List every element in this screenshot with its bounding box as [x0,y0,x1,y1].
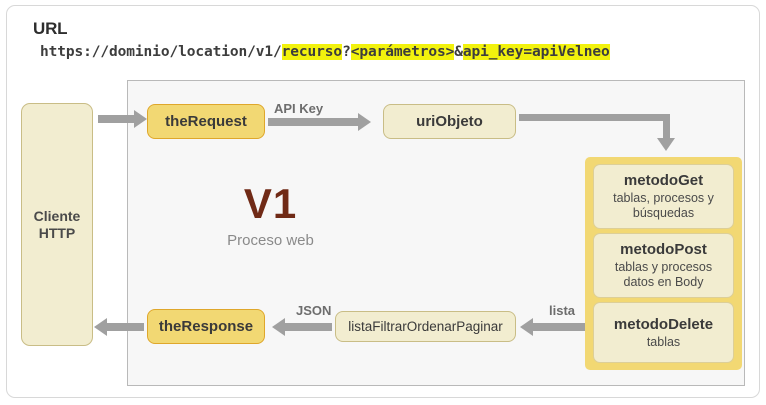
url-segment-apikey: api_key=apiVelneo [462,44,610,60]
node-metodo-post[interactable]: metodoPost tablas y procesos datos en Bo… [593,233,734,298]
metodo-get-desc: tablas, procesos y búsquedas [613,191,714,220]
version-subtitle: Proceso web [227,232,314,249]
node-metodo-get[interactable]: metodoGet tablas, procesos y búsquedas [593,164,734,229]
arrow-request-to-uri-head [358,113,371,131]
arrow-label-lista: lista [549,303,576,318]
the-request-label: theRequest [165,113,247,130]
uri-objeto-label: uriObjeto [416,113,483,130]
arrow-uri-to-methods-vertical [663,114,670,138]
center-version-block: V1 Proceso web [178,183,363,250]
node-metodo-delete[interactable]: metodoDelete tablas [593,302,734,363]
arrow-client-to-request-line [98,115,134,123]
arrow-methods-to-lista-head [520,318,533,336]
metodo-get-title: metodoGet [623,172,704,189]
url-segment-ampersand: & [454,44,463,60]
node-the-response[interactable]: theResponse [147,309,265,344]
node-cliente-http[interactable]: Cliente HTTP [21,103,93,346]
arrow-client-to-request-head [134,110,147,128]
url-segment-recurso: recurso [281,44,343,60]
node-uri-objeto[interactable]: uriObjeto [383,104,516,139]
url-header: URL https://dominio/location/v1/recurso?… [33,20,610,60]
node-lista-filtrar-ordenar-paginar[interactable]: listaFiltrarOrdenarPaginar [335,311,516,342]
url-title: URL [33,19,68,38]
metodo-delete-title: metodoDelete [613,315,714,333]
arrow-response-to-client-head [94,318,107,336]
arrow-label-api-key: API Key [274,101,324,116]
the-response-label: theResponse [158,318,254,335]
arrow-label-json: JSON [296,303,332,318]
url-segment-question: ? [342,44,351,60]
arrow-lista-to-response-line [285,323,332,331]
methods-container: metodoGet tablas, procesos y búsquedas m… [585,157,742,370]
node-the-request[interactable]: theRequest [147,104,265,139]
arrow-lista-to-response-head [272,318,285,336]
arrow-methods-to-lista-line [533,323,585,331]
arrow-uri-to-methods-head [657,138,675,151]
url-string: https://dominio/location/v1/recurso?<par… [40,44,610,60]
metodo-delete-desc: tablas [646,334,681,349]
arrow-response-to-client-line [107,323,144,331]
url-segment-parametros: <parámetros> [350,44,455,60]
arrow-request-to-uri-line [268,118,358,126]
cliente-http-line2: HTTP [38,224,76,241]
metodo-post-desc: tablas y procesos datos en Body [614,260,713,289]
metodo-post-title: metodoPost [620,241,707,258]
version-label: V1 [243,180,298,227]
cliente-http-line1: Cliente [33,207,81,224]
arrow-uri-to-methods-horizontal [519,114,670,121]
url-segment-base: https://dominio/location/v1/ [40,44,282,60]
lista-filtrar-label: listaFiltrarOrdenarPaginar [348,319,503,334]
